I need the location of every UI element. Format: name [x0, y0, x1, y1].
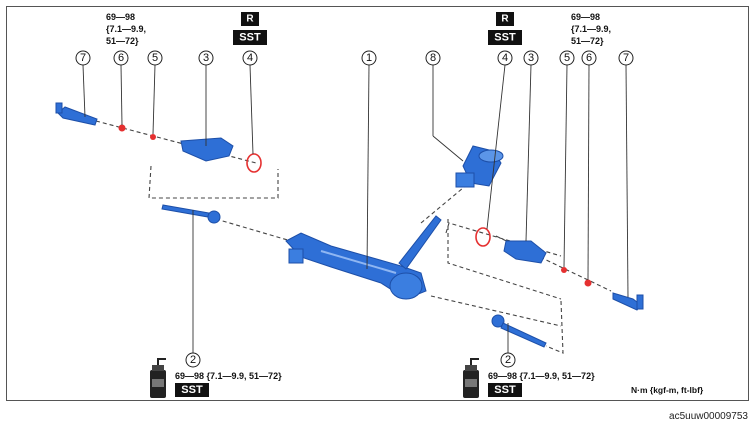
locknut-left [118, 124, 126, 132]
steering-gear-housing [285, 215, 442, 300]
svg-text:{7.1—9.9,: {7.1—9.9, [571, 24, 611, 34]
svg-text:3: 3 [203, 52, 209, 64]
svg-text:R: R [246, 14, 254, 25]
tie-rod-end-left [55, 102, 98, 126]
svg-text:69—98: 69—98 [571, 12, 600, 22]
clamp-large-left [246, 153, 262, 173]
tie-rod-end-right [612, 292, 644, 311]
svg-text:4: 4 [247, 52, 253, 64]
sst-badge-bottom-left: SST [175, 383, 209, 397]
svg-text:5: 5 [564, 52, 570, 64]
clamp-small-right [561, 267, 567, 273]
svg-text:SST: SST [494, 384, 516, 396]
callout-4-right: 4 [497, 50, 513, 66]
image-code: ac5uuw00009753 [669, 411, 748, 422]
callout-7-left: 7 [75, 50, 91, 66]
intermediate-shaft-joint [455, 145, 504, 188]
callout-2-left: 2 [185, 352, 201, 368]
svg-text:SST: SST [494, 32, 516, 44]
sst-badge-bottom-right: SST [488, 383, 522, 397]
callout-3-right: 3 [523, 50, 539, 66]
svg-text:{7.1—9.9,: {7.1—9.9, [106, 24, 146, 34]
callout-6-left: 6 [113, 50, 129, 66]
boot-right [503, 240, 547, 264]
torque-spec-bottom-right: 69—98 {7.1—9.9, 51—72} [488, 371, 595, 381]
svg-text:1: 1 [366, 52, 372, 64]
replace-badge-left: R [241, 12, 259, 26]
callout-4-left: 4 [242, 50, 258, 66]
callout-8: 8 [425, 50, 441, 66]
tie-rod-right [491, 314, 547, 348]
callout-5-left: 5 [147, 50, 163, 66]
svg-text:6: 6 [586, 52, 592, 64]
locknut-right [584, 279, 592, 287]
callout-2-right: 2 [500, 352, 516, 368]
svg-text:6: 6 [118, 52, 124, 64]
svg-text:69—98: 69—98 [106, 12, 135, 22]
callout-7-right: 7 [618, 50, 634, 66]
svg-text:R: R [501, 14, 509, 25]
callout-3-left: 3 [198, 50, 214, 66]
svg-text:51—72}: 51—72} [106, 36, 139, 46]
leader-lines [82, 64, 629, 353]
sst-badge-top-right: SST [488, 30, 522, 45]
dashed-guides [95, 120, 612, 354]
steering-gear-exploded-diagram: 1 7 6 5 3 4 8 4 3 5 6 7 2 2 69—98 {7.1—9… [55, 12, 704, 398]
svg-text:7: 7 [623, 52, 629, 64]
svg-text:SST: SST [239, 32, 261, 44]
svg-text:5: 5 [152, 52, 158, 64]
boot-left [180, 137, 234, 162]
units-label: N·m {kgf-m, ft-lbf} [631, 385, 704, 395]
replace-badge-right: R [496, 12, 514, 26]
torque-spec-top-left: 69—98 {7.1—9.9, 51—72} [106, 12, 146, 46]
svg-text:2: 2 [190, 354, 196, 366]
tie-rod-left [161, 204, 221, 224]
grease-can-icon-left [150, 358, 166, 398]
clamp-large-right [475, 227, 491, 247]
svg-text:4: 4 [502, 52, 508, 64]
torque-spec-bottom-left: 69—98 {7.1—9.9, 51—72} [175, 371, 282, 381]
svg-text:8: 8 [430, 52, 436, 64]
torque-spec-top-right: 69—98 {7.1—9.9, 51—72} [571, 12, 611, 46]
clamp-small-left [150, 134, 156, 140]
svg-text:SST: SST [181, 384, 203, 396]
callout-5-right: 5 [559, 50, 575, 66]
diagram-frame: 1 7 6 5 3 4 8 4 3 5 6 7 2 2 69—98 {7.1—9… [6, 6, 749, 401]
svg-text:51—72}: 51—72} [571, 36, 604, 46]
svg-text:3: 3 [528, 52, 534, 64]
sst-badge-top-left: SST [233, 30, 267, 45]
callout-6-right: 6 [581, 50, 597, 66]
svg-text:2: 2 [505, 354, 511, 366]
callout-1: 1 [361, 50, 377, 66]
grease-can-icon-right [463, 358, 479, 398]
svg-text:7: 7 [80, 52, 86, 64]
